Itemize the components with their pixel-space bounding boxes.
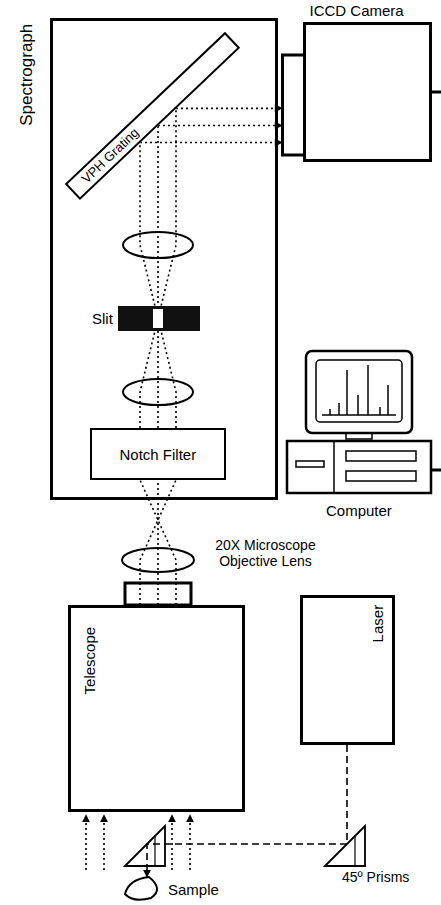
camera-outline — [281, 22, 432, 162]
computer: Computer — [284, 345, 434, 527]
slit-opening — [153, 309, 163, 328]
spectrum-baseline — [322, 414, 396, 416]
monitor-screen — [316, 360, 402, 422]
iccd-camera: ICCD Camera — [281, 22, 432, 162]
camera-front — [283, 55, 305, 155]
spectrum-peak — [387, 385, 389, 415]
slit-label: Slit — [92, 310, 113, 327]
node-text: Telescope — [81, 626, 98, 694]
computer-case — [287, 441, 431, 493]
camera-body — [305, 24, 431, 161]
drive-slot — [346, 471, 416, 481]
power-button — [296, 461, 324, 467]
node-text: Spectrograph — [17, 24, 37, 126]
spectrum-peak — [357, 395, 359, 415]
notch-filter: Notch Filter — [90, 428, 226, 480]
drive-slot — [346, 451, 416, 461]
prism — [125, 826, 165, 866]
slit-bar — [118, 306, 200, 331]
prism-edge — [354, 836, 355, 866]
spectrum-peak — [379, 407, 381, 415]
telescope: Telescope — [68, 605, 245, 812]
spectrum-peak — [329, 409, 331, 415]
spectrum-peak — [346, 370, 348, 415]
light-beam — [140, 143, 176, 428]
monitor-stand — [346, 433, 372, 439]
light-beam — [158, 125, 282, 127]
prism-label: 45º Prisms — [342, 869, 409, 885]
computer-cable — [431, 469, 441, 472]
prism-edge — [154, 836, 155, 866]
objective-label: 20X Microscope Objective Lens — [203, 537, 328, 569]
laser: Laser — [300, 595, 395, 745]
node-text: Notch Filter — [120, 446, 197, 463]
light-beam — [157, 125, 159, 428]
camera-cable — [432, 91, 441, 94]
vph-grating: VPH Grating — [64, 32, 239, 200]
collected-light — [103, 815, 105, 870]
prism — [325, 826, 365, 866]
node-text: ICCD Camera — [310, 2, 404, 19]
spectrograph-housing: VPH GratingNotch FilterSpectrograph — [50, 18, 278, 500]
computer-icon — [284, 345, 434, 527]
case-divider — [333, 441, 335, 493]
collected-light — [85, 815, 87, 870]
sample-label: Sample — [168, 881, 219, 898]
light-beam — [176, 108, 282, 110]
spectrum-peak — [367, 365, 369, 415]
collected-light — [189, 815, 191, 870]
node-text: VPH Grating — [78, 125, 141, 186]
node-text: Computer — [326, 502, 392, 519]
collimating-lens — [123, 232, 193, 258]
sample-shape — [125, 877, 157, 900]
collected-light — [171, 815, 173, 870]
spectrum-peak — [338, 403, 340, 415]
monitor-frame — [306, 351, 412, 433]
node-text: Laser — [369, 604, 386, 642]
focusing-lens — [123, 379, 193, 405]
light-beam — [140, 142, 282, 144]
